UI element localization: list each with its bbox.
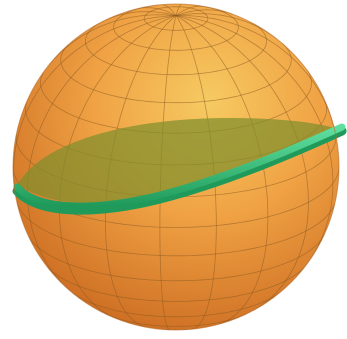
sphere-figure xyxy=(0,0,347,339)
sphere-diagram xyxy=(0,0,347,339)
